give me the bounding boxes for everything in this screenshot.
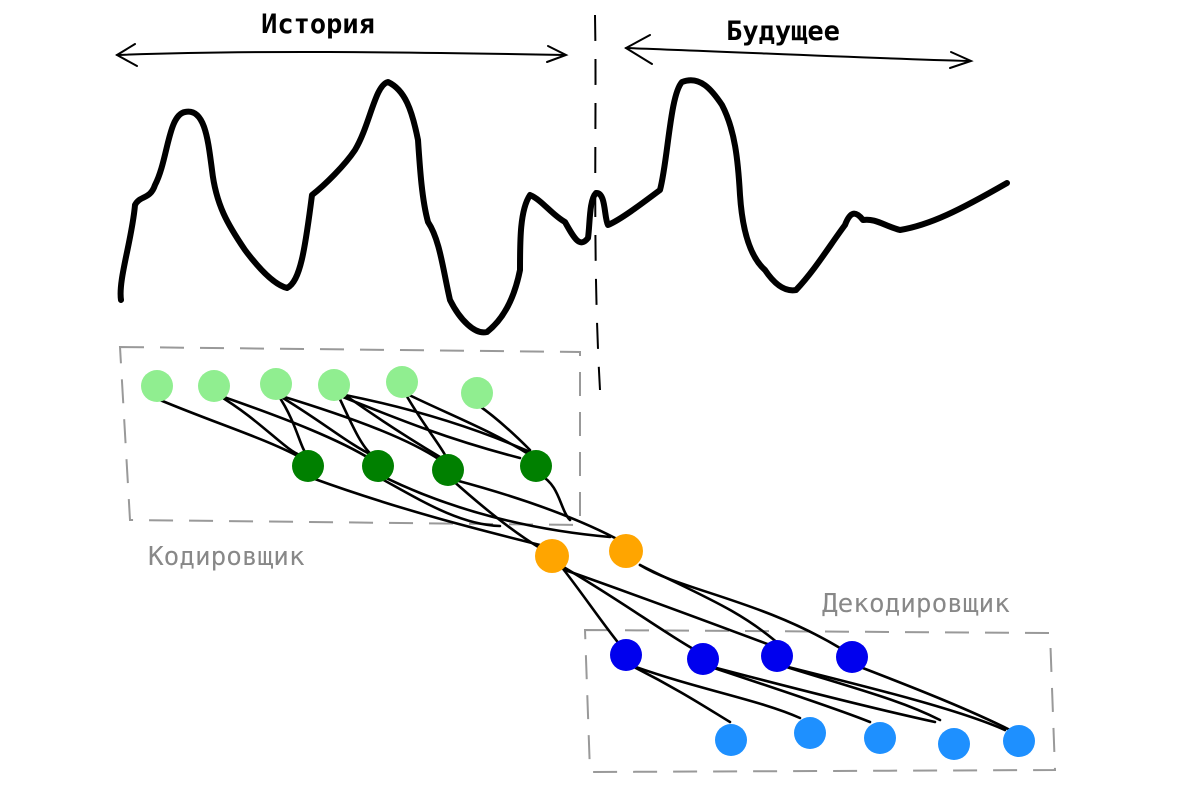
time-series-curve [117,77,1010,336]
encoder-label: Кодировщик [148,542,305,572]
latent-node [609,534,643,568]
encoder-hidden-node [362,450,394,482]
encoder-box [118,345,581,527]
decoder-box [583,628,1057,774]
decoder-hidden-nodes [610,639,868,675]
input-node [318,369,350,401]
output-node [864,722,896,754]
latent-nodes [535,534,643,573]
output-nodes [715,717,1035,760]
encoder-hidden-node [520,450,552,482]
decoder-hidden-node [687,643,719,675]
future-arrow [624,34,974,69]
encoder-hidden-node [432,454,464,486]
decoder-label: Декодировщик [822,589,1010,619]
output-node [1003,725,1035,757]
output-node [715,724,747,756]
input-node [141,370,173,402]
output-node [938,728,970,760]
input-node [260,368,292,400]
input-node [198,370,230,402]
input-node [461,377,493,409]
decoder-hidden-node [761,640,793,672]
present-divider-line [594,14,601,391]
future-label: Будущее [726,16,840,47]
network-connections [158,391,1012,732]
latent-node [535,539,569,573]
encoder-hidden-node [292,450,324,482]
decoder-hidden-node [610,639,642,671]
decoder-hidden-node [836,641,868,673]
input-node [386,366,418,398]
input-nodes [141,366,493,409]
output-node [794,717,826,749]
encoder-hidden-nodes [292,450,552,486]
history-arrow [115,43,569,67]
history-label: История [261,9,375,40]
